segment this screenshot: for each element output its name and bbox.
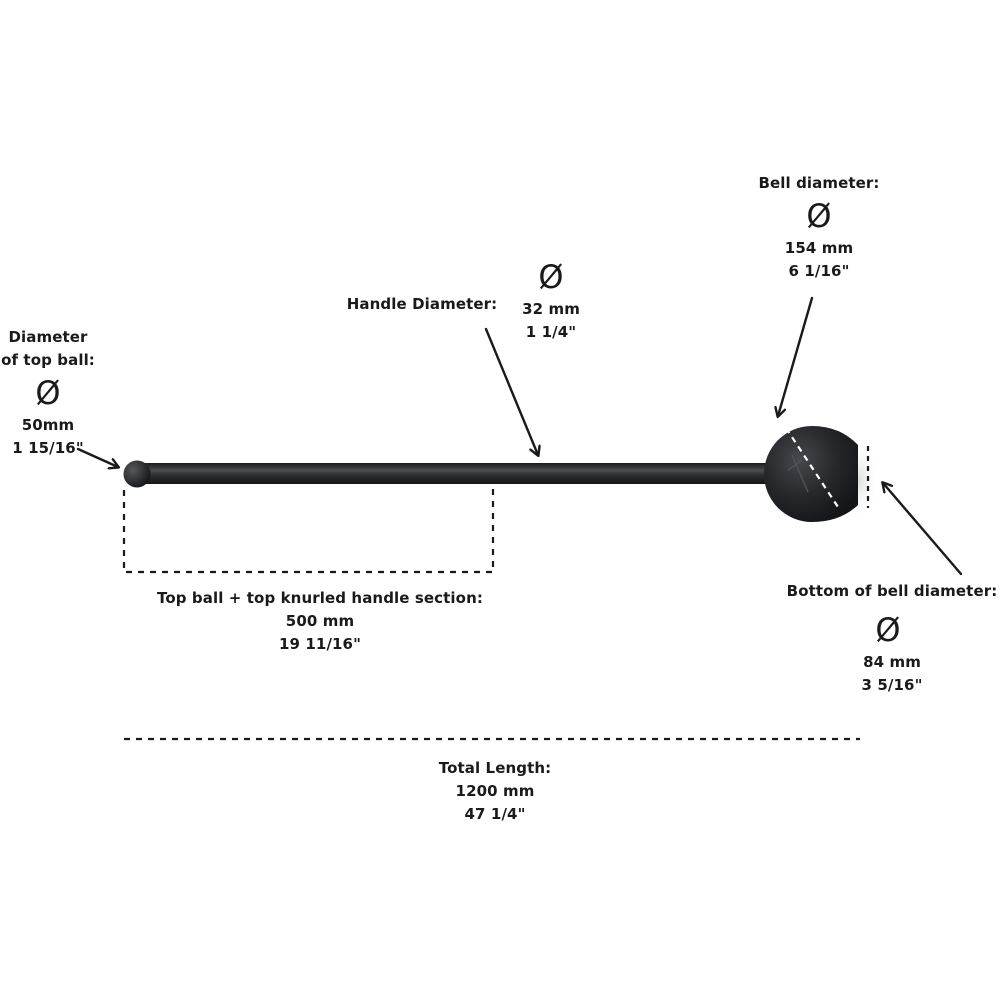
knurled-section-label: Top ball + top knurled handle section: 5…	[150, 587, 490, 656]
total-length-title: Total Length:	[438, 759, 552, 777]
bell-arrow-icon	[778, 296, 814, 416]
total-length-metric: 1200 mm	[455, 782, 535, 800]
bell-knurl-mark	[787, 454, 809, 493]
handle-arrow-icon	[484, 327, 538, 455]
top-ball-label: Diameter of top ball: Ø 50mm 1 15/16"	[0, 326, 96, 460]
total-length-label: Total Length: 1200 mm 47 1/4"	[420, 757, 570, 826]
top-ball-title-line1: Diameter	[8, 328, 88, 346]
diameter-symbol-icon: Ø	[875, 611, 901, 649]
diameter-symbol-icon: Ø	[806, 197, 832, 235]
callout-arrows	[76, 296, 963, 576]
diameter-symbol-icon: Ø	[538, 258, 564, 296]
dimension-guides	[122, 427, 870, 741]
handle-diameter-values: Ø 32 mm 1 1/4"	[508, 260, 594, 344]
knurled-metric: 500 mm	[285, 612, 355, 630]
top-ball-metric: 50mm	[21, 416, 75, 434]
handle-imperial: 1 1/4"	[525, 323, 577, 341]
bell-bottom-title: Bottom of bell diameter:	[786, 582, 998, 600]
knurled-section-bracket	[122, 488, 495, 574]
bell-diameter-dashline	[785, 427, 839, 508]
mace-product	[123, 426, 880, 522]
bell-metric: 154 mm	[784, 239, 854, 257]
bell-imperial: 6 1/16"	[788, 262, 850, 280]
top-ball	[123, 460, 151, 488]
bell-head	[764, 426, 858, 522]
bell-bottom-arrow-icon	[883, 483, 963, 576]
top-ball-arrow-icon	[76, 447, 118, 467]
top-ball-title-line2: of top ball:	[1, 351, 95, 369]
bell-title: Bell diameter:	[758, 174, 880, 192]
bell-bottom-label: Bottom of bell diameter: Ø 84 mm 3 5/16"	[784, 580, 1000, 697]
diameter-symbol-icon: Ø	[35, 374, 61, 412]
bell-bottom-imperial: 3 5/16"	[861, 676, 923, 694]
knurled-imperial: 19 11/16"	[278, 635, 362, 653]
bell-diameter-label: Bell diameter: Ø 154 mm 6 1/16"	[744, 172, 894, 283]
knurled-title: Top ball + top knurled handle section:	[157, 589, 483, 607]
top-ball-imperial: 1 15/16"	[12, 439, 84, 457]
handle-diameter-title: Handle Diameter:	[346, 295, 498, 313]
bell-bottom-metric: 84 mm	[863, 653, 921, 671]
total-length-imperial: 47 1/4"	[464, 805, 526, 823]
handle-shaft	[138, 463, 773, 484]
handle-metric: 32 mm	[522, 300, 580, 318]
